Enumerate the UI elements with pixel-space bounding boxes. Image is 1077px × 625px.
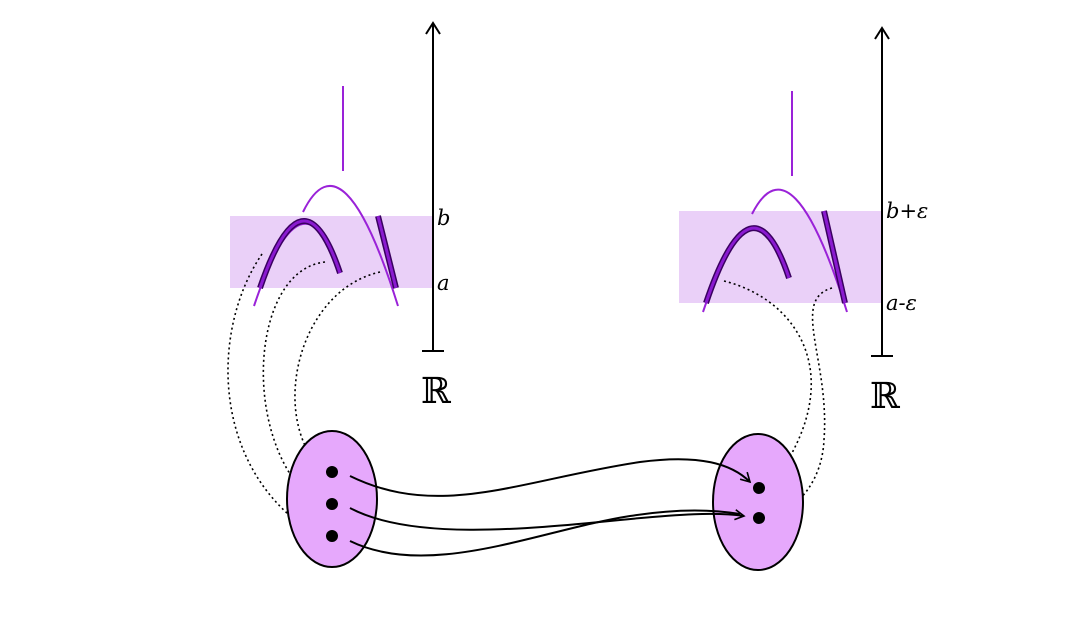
right-lower-label: a-ε — [886, 291, 917, 315]
right-tree-outer-arc — [751, 188, 848, 313]
right-highlighted-components — [703, 210, 848, 304]
left-component-1-core — [258, 219, 342, 289]
left-tree-outer-arc — [302, 184, 399, 307]
right-axis-symbol: ℝ — [870, 376, 901, 417]
left-dotted-maps — [227, 253, 381, 536]
left-panel: b a ℝ — [227, 21, 452, 568]
right-set-point-2 — [753, 512, 765, 524]
left-set-point-3 — [326, 530, 338, 542]
right-panel: b+ε a-ε ℝ — [679, 26, 928, 571]
map-arrow-3 — [349, 509, 741, 557]
right-component-1-core — [704, 226, 791, 304]
set-maps — [349, 458, 752, 557]
left-upper-label: b — [437, 206, 450, 230]
left-lower-label: a — [437, 271, 450, 295]
left-component-2-core — [376, 215, 398, 289]
right-axis — [871, 26, 893, 357]
left-axis — [422, 21, 444, 352]
right-component-2-core — [822, 210, 847, 304]
left-highlighted-components — [257, 215, 399, 289]
left-set-point-1 — [326, 466, 338, 478]
right-set-node — [712, 433, 804, 571]
left-set-point-2 — [326, 498, 338, 510]
map-arrow-1 — [349, 458, 752, 497]
left-axis-symbol: ℝ — [421, 371, 452, 412]
right-upper-label: b+ε — [886, 199, 928, 223]
right-set-point-1 — [753, 482, 765, 494]
